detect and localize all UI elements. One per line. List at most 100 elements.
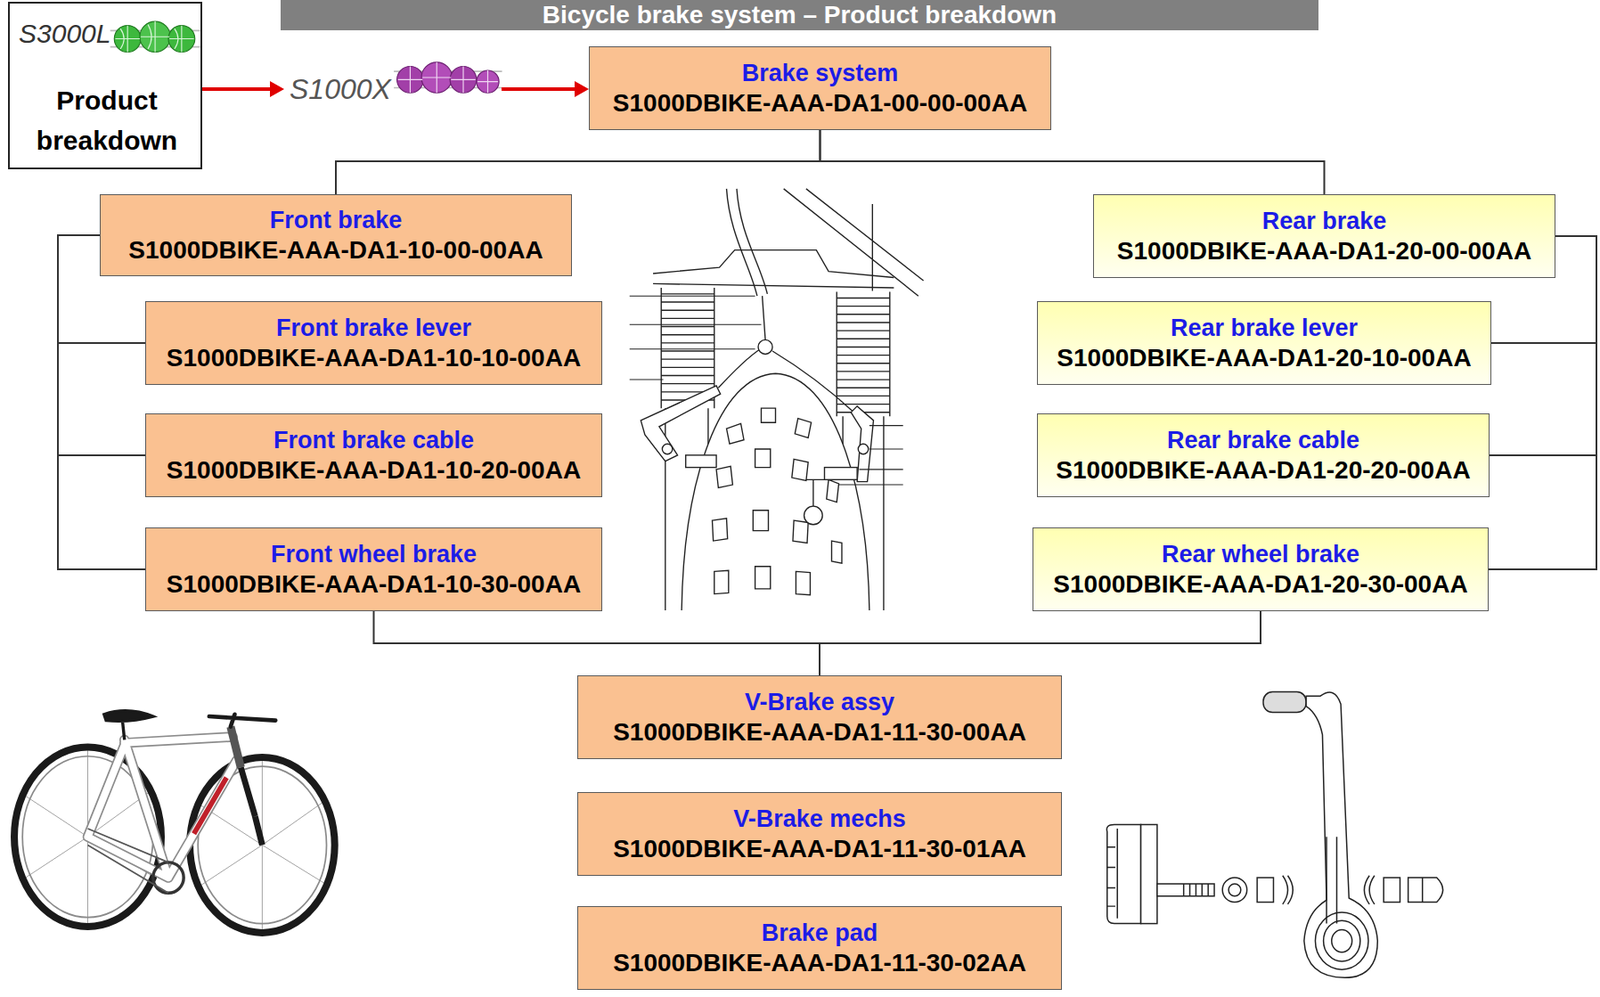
box-title: V-Brake mechs	[733, 803, 907, 834]
part-box: Front brake cableS1000DBIKE-AAA-DA1-10-2…	[145, 413, 603, 498]
stem-bar	[209, 714, 276, 727]
box-title: Rear wheel brake	[1161, 538, 1360, 570]
pad-stud	[1157, 883, 1215, 897]
part-box: Rear brakeS1000DBIKE-AAA-DA1-20-00-00AA	[1093, 194, 1556, 278]
tire	[681, 373, 870, 611]
part-box: Front wheel brakeS1000DBIKE-AAA-DA1-10-3…	[145, 527, 603, 612]
head-tube	[230, 726, 241, 768]
frame-outline	[88, 736, 237, 878]
shoe-holder	[1141, 824, 1158, 923]
frame-tube	[783, 188, 924, 296]
brake-arm	[1304, 692, 1378, 978]
brake-shoe	[1106, 824, 1141, 923]
part-code: S1000DBIKE-AAA-DA1-20-10-00AA	[1056, 342, 1471, 374]
fork-crown	[653, 250, 894, 288]
pivot	[857, 443, 868, 454]
leader-lines	[629, 295, 904, 485]
arrowhead	[269, 81, 285, 98]
part-code: S1000DBIKE-AAA-DA1-20-20-00AA	[1055, 455, 1470, 486]
chain	[88, 828, 169, 893]
connector-line	[820, 130, 1325, 195]
box-title: V-Brake assy	[744, 686, 895, 718]
part-code: S1000DBIKE-AAA-DA1-11-30-02AA	[612, 947, 1027, 979]
box-title: Brake pad	[761, 917, 879, 948]
connector	[820, 130, 1325, 195]
cable-link	[758, 339, 773, 354]
part-code: S1000DBIKE-AAA-DA1-10-30-00AA	[166, 569, 581, 600]
part-box: Rear brake cableS1000DBIKE-AAA-DA1-20-20…	[1036, 413, 1490, 498]
washer-hole	[1228, 883, 1241, 897]
part-box: Brake padS1000DBIKE-AAA-DA1-11-30-02AA	[577, 906, 1062, 990]
box-title: Front wheel brake	[270, 538, 477, 570]
part-box: Rear wheel brakeS1000DBIKE-AAA-DA1-20-30…	[1032, 527, 1489, 612]
front-wheel	[189, 757, 335, 933]
cable-noodle	[718, 295, 855, 414]
brake-arm	[640, 385, 720, 462]
axle	[806, 479, 825, 507]
arm-slot	[1326, 836, 1337, 923]
part-code: S1000DBIKE-AAA-DA1-10-20-00AA	[166, 455, 581, 486]
part-box: Front brakeS1000DBIKE-AAA-DA1-10-00-00AA	[99, 194, 572, 277]
logo-text: S3000L	[18, 17, 196, 50]
stud-thread	[1183, 883, 1209, 897]
edge-label: S1000X	[285, 69, 500, 109]
globe-lines	[114, 21, 194, 52]
connector	[57, 235, 146, 570]
s3000l-globes	[110, 21, 201, 52]
part-box: V-Brake assyS1000DBIKE-AAA-DA1-11-30-00A…	[577, 675, 1062, 760]
spokes	[22, 749, 329, 931]
part-code: S1000DBIKE-AAA-DA1-10-00-00AA	[128, 235, 543, 266]
box-title: Product breakdown	[18, 80, 196, 161]
curved-washer	[1282, 875, 1293, 905]
connector-line	[202, 87, 272, 91]
part-code: S1000DBIKE-AAA-DA1-11-30-00AA	[612, 717, 1027, 748]
brake-pad	[685, 455, 717, 468]
breakdown-box: S3000L Product breakdown	[8, 1, 203, 170]
part-code: S1000DBIKE-AAA-DA1-00-00-00AA	[612, 88, 1028, 119]
illustration-group	[14, 21, 1444, 978]
fork-bellows	[836, 292, 890, 417]
part-code: S1000DBIKE-AAA-DA1-20-30-00AA	[1053, 569, 1468, 600]
box-title: Front brake lever	[276, 312, 472, 343]
box-title: Rear brake lever	[1170, 312, 1358, 343]
part-box: Rear brake leverS1000DBIKE-AAA-DA1-20-10…	[1036, 301, 1492, 385]
brake-pad	[824, 467, 858, 481]
chainring	[153, 862, 184, 893]
connector	[374, 611, 821, 676]
curved-washer	[1363, 875, 1374, 905]
tire-tread	[711, 408, 841, 596]
connector	[202, 81, 589, 98]
part-box: Brake systemS1000DBIKE-AAA-DA1-00-00-00A…	[588, 46, 1052, 131]
shoe-ribs	[1107, 828, 1118, 919]
box-title: Rear brake	[1262, 205, 1388, 237]
connector	[1488, 236, 1597, 570]
part-code: S1000DBIKE-AAA-DA1-11-30-01AA	[612, 833, 1027, 865]
box-title: Rear brake cable	[1167, 424, 1360, 456]
connector-line	[1488, 236, 1597, 570]
spacer	[1257, 877, 1274, 902]
washer	[1222, 877, 1247, 902]
connector-line	[374, 611, 821, 676]
part-code: S1000DBIKE-AAA-DA1-10-10-00AA	[166, 342, 581, 374]
washer	[804, 506, 824, 525]
part-box: V-Brake mechsS1000DBIKE-AAA-DA1-11-30-01…	[577, 791, 1062, 876]
bicycle-picture	[14, 710, 335, 933]
arrowhead	[574, 81, 589, 98]
box-title: Front brake cable	[273, 424, 474, 456]
page-title: Bicycle brake system – Product breakdown	[280, 0, 1319, 31]
connector	[819, 611, 1261, 676]
part-box: Front brake leverS1000DBIKE-AAA-DA1-10-1…	[145, 301, 603, 385]
connector	[335, 130, 821, 195]
frame	[88, 736, 237, 878]
spring-coil	[1314, 912, 1369, 970]
cable-holder	[1263, 692, 1307, 713]
connector-line	[57, 235, 146, 570]
part-code: S1000DBIKE-AAA-DA1-20-00-00AA	[1117, 236, 1532, 267]
component-drawing	[1106, 692, 1443, 979]
spring-coil	[1323, 920, 1361, 962]
spacer	[1383, 877, 1400, 902]
fork	[240, 767, 262, 845]
s1000x-globes	[393, 62, 502, 93]
connector-line	[501, 87, 577, 91]
cable-housing	[726, 188, 768, 296]
